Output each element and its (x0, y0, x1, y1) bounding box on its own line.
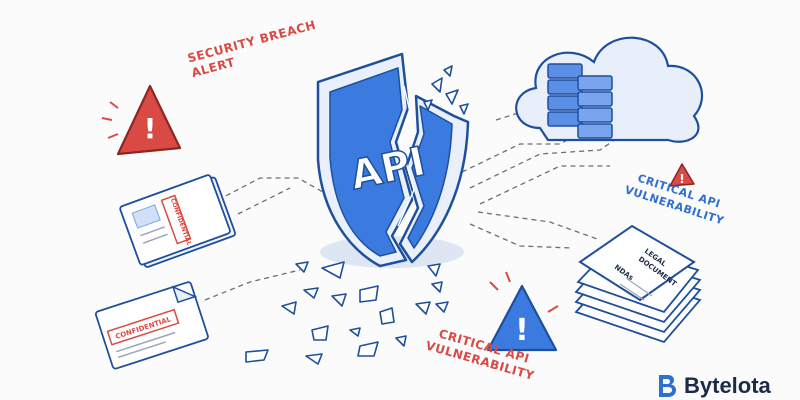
line-legal-1 (469, 223, 573, 249)
fragment (311, 325, 329, 341)
fragment (445, 89, 459, 105)
fragment (321, 261, 345, 279)
confidential-document: CONFIDENTIAL (94, 281, 209, 370)
fragment (349, 327, 361, 337)
fragment (427, 263, 441, 277)
fragment (423, 99, 433, 111)
cloud-servers (515, 36, 704, 143)
legal-document-stack: LEGAL DOCUMENT NDAs (574, 224, 702, 344)
fragment (281, 301, 297, 315)
bytelota-logo-icon (659, 375, 676, 397)
server-rack-right (577, 75, 613, 139)
connection-lines (204, 107, 621, 301)
warning-icon: ! (669, 163, 695, 187)
svg-text:!: ! (144, 112, 157, 145)
shield-fragments (245, 65, 469, 365)
fragment (415, 301, 431, 315)
fragment (303, 287, 319, 299)
fragment (435, 301, 449, 313)
line-doc-top (217, 177, 331, 201)
confidential-document: CONFIDENTIAL (119, 174, 236, 268)
fragment (359, 285, 379, 303)
fragment (357, 341, 379, 357)
fragment (305, 353, 323, 365)
line-cloud-4 (495, 107, 581, 121)
svg-text:!: ! (679, 172, 684, 186)
fragment (431, 77, 443, 93)
fragment (331, 293, 347, 307)
shield-crack (397, 85, 415, 227)
fragment (295, 261, 309, 273)
fragment (379, 307, 395, 325)
fragment (395, 335, 407, 347)
warning-icon: ! (486, 271, 559, 352)
legal-document (578, 224, 696, 302)
line-cloud-2 (469, 135, 621, 189)
server-rack-left (547, 63, 583, 127)
brand-name: Bytelota (684, 373, 771, 398)
shield-right-face (407, 105, 453, 249)
fragment (443, 65, 453, 77)
shield-left-face (329, 67, 405, 257)
line-doc-bottom (204, 269, 301, 301)
fragment (245, 349, 269, 363)
fragment (431, 281, 443, 293)
line-legal-2 (477, 211, 601, 241)
line-cloud-3 (479, 165, 610, 205)
warning-icon: ! (101, 84, 182, 156)
fragment (459, 103, 469, 115)
api-shield: API (316, 52, 470, 268)
brand-logo: Bytelota (656, 372, 771, 400)
line-doc-top-2 (237, 187, 291, 215)
svg-text:!: ! (515, 313, 529, 348)
